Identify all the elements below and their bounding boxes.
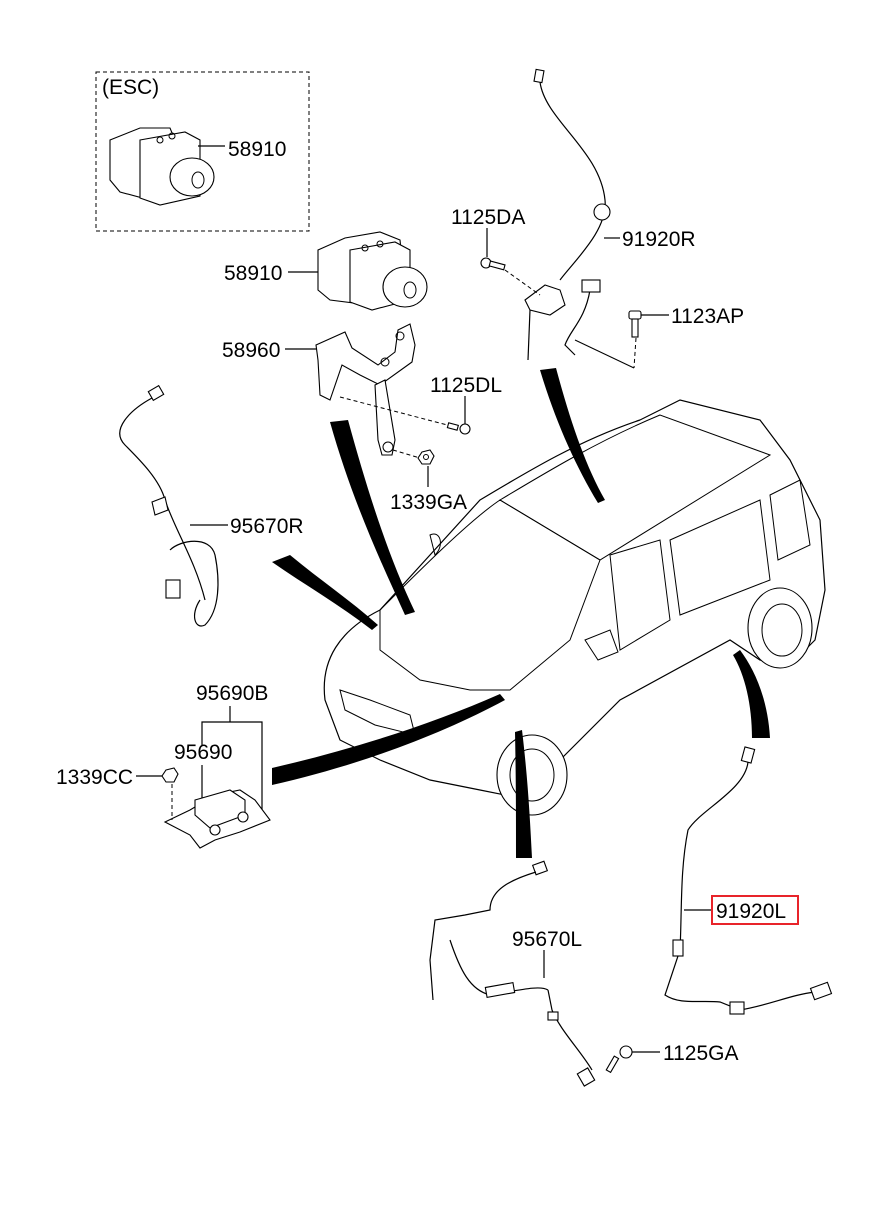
abs-module-icon[interactable] xyxy=(317,231,428,311)
esc-module-icon[interactable] xyxy=(109,127,215,206)
front-right-sensor-icon[interactable] xyxy=(119,384,219,627)
part-label-front-right-sensor[interactable]: 95670R xyxy=(230,515,304,538)
yaw-sensor-group: 95690B 95690 1339CC xyxy=(56,682,271,849)
bolt-1125dl-icon[interactable] xyxy=(446,422,471,435)
part-label-front-left-sensor[interactable]: 95670L xyxy=(512,928,582,951)
part-label-bolt-1125ga[interactable]: 1125GA xyxy=(663,1042,739,1065)
bolt-1123ap-icon[interactable] xyxy=(628,310,642,338)
rear-right-sensor-group: 91920R 1125DA 1123AP xyxy=(451,68,744,369)
esc-box-label: (ESC) xyxy=(102,76,159,99)
abs-module-group: 58910 xyxy=(224,231,428,311)
part-label-rear-right-sensor[interactable]: 91920R xyxy=(622,228,696,251)
part-label-bracket[interactable]: 58960 xyxy=(222,339,280,362)
part-label-sensor-assy-95690b[interactable]: 95690B xyxy=(196,682,268,705)
bolt-1125ga-group: 1125GA xyxy=(605,1042,739,1074)
yaw-sensor-icon[interactable] xyxy=(163,789,271,849)
bolt-1125ga-icon[interactable] xyxy=(605,1045,633,1074)
bracket-group: 58960 1125DL 1339GA xyxy=(222,323,502,514)
part-label-rear-left-sensor[interactable]: 91920L xyxy=(716,900,786,923)
nut-1339cc-icon[interactable] xyxy=(161,767,179,783)
rear-left-sensor-icon[interactable] xyxy=(664,746,833,1015)
part-label-abs-unit[interactable]: 58910 xyxy=(224,262,282,285)
rear-right-sensor-icon[interactable] xyxy=(524,68,611,361)
part-label-nut-1339cc[interactable]: 1339CC xyxy=(56,766,133,789)
esc-dashed-box xyxy=(95,71,310,232)
vehicle-illustration xyxy=(323,399,826,816)
esc-group: (ESC) 58910 xyxy=(95,71,310,232)
highlight-box xyxy=(711,895,799,925)
part-label-sensor-95690[interactable]: 95690 xyxy=(174,741,232,764)
bolt-1125da-icon[interactable] xyxy=(480,257,506,271)
part-label-bolt-1123ap[interactable]: 1123AP xyxy=(671,305,744,328)
front-right-sensor-group: 95670R xyxy=(119,384,304,627)
part-label-bolt-1125dl[interactable]: 1125DL xyxy=(430,374,502,397)
part-label-bolt-1125da[interactable]: 1125DA xyxy=(451,206,525,229)
nut-1339ga-icon[interactable] xyxy=(417,449,435,465)
bracket-icon[interactable] xyxy=(315,323,416,456)
front-left-sensor-icon[interactable] xyxy=(429,860,596,1087)
part-label-nut-1339ga[interactable]: 1339GA xyxy=(390,491,467,514)
rear-left-sensor-group: 91920L xyxy=(664,746,833,1015)
front-left-sensor-group: 95670L xyxy=(429,860,596,1087)
leader-swooshes xyxy=(272,368,770,858)
part-label-esc-unit[interactable]: 58910 xyxy=(228,138,286,161)
